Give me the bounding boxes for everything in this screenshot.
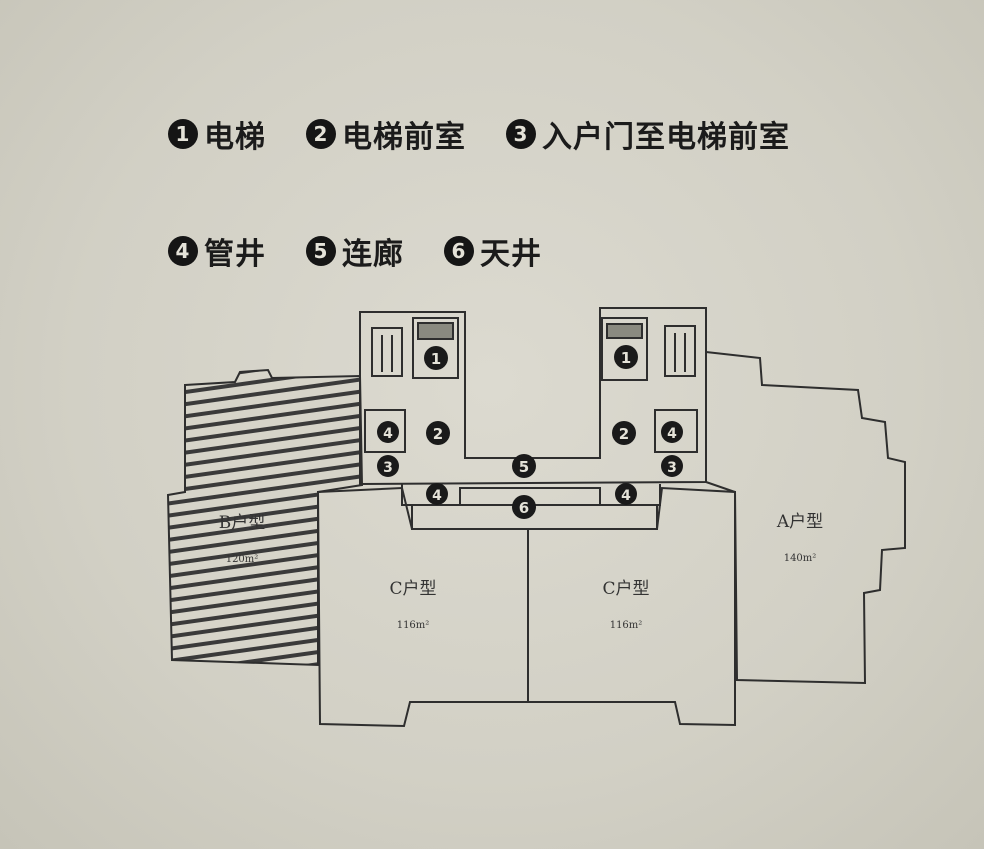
plan-marker-lobby-right: 2 xyxy=(612,421,636,445)
left-shaft-box xyxy=(364,409,406,453)
svg-text:3: 3 xyxy=(383,460,393,476)
svg-text:5: 5 xyxy=(519,458,529,476)
plan-marker-shaft-left-upper: 4 xyxy=(377,421,399,443)
svg-text:2: 2 xyxy=(433,425,443,443)
unit-c-left-outline xyxy=(316,486,529,728)
legend-item-elevator-lobby: 2 电梯前室 xyxy=(306,112,466,156)
plan-marker-elevator-right: 1 xyxy=(614,345,638,369)
legend-number-badge: 5 xyxy=(306,236,336,266)
svg-text:3: 3 xyxy=(667,460,677,476)
right-shaft-box xyxy=(654,409,698,453)
legend-label: 天井 xyxy=(480,237,542,272)
plan-marker-courtyard: 6 xyxy=(512,495,536,519)
unit-c-right-outline xyxy=(527,486,736,727)
unit-b-name: B户型 xyxy=(219,513,266,533)
legend-label: 管井 xyxy=(204,237,266,272)
legend-item-elevator: 1 电梯 xyxy=(168,112,266,156)
legend-number-badge: 3 xyxy=(506,119,536,149)
legend-label: 连廊 xyxy=(342,237,404,272)
right-stair-icon xyxy=(664,325,696,377)
legend-item-courtyard: 6 天井 xyxy=(444,229,542,273)
plan-marker-entry-left: 3 xyxy=(377,455,399,477)
legend-item-shaft: 4 管井 xyxy=(168,229,266,273)
svg-text:6: 6 xyxy=(519,499,529,517)
unit-c-right-name: C户型 xyxy=(602,579,649,599)
unit-a-area: 140m² xyxy=(784,553,817,564)
legend-item-corridor: 5 连廊 xyxy=(306,229,404,273)
svg-text:4: 4 xyxy=(432,488,442,504)
legend-number-badge: 4 xyxy=(168,236,198,266)
left-core-outline xyxy=(359,307,707,486)
plan-marker-lobby-left: 2 xyxy=(426,421,450,445)
legend-item-entry-to-lobby: 3 入户门至电梯前室 xyxy=(506,112,790,156)
plan-marker-elevator-left: 1 xyxy=(424,346,448,370)
left-stair-icon xyxy=(371,327,403,377)
legend-row-1: 1 电梯 2 电梯前室 3 入户门至电梯前室 xyxy=(168,112,830,156)
svg-text:1: 1 xyxy=(431,350,441,368)
legend-label: 入户门至电梯前室 xyxy=(542,120,790,155)
legend-label: 电梯前室 xyxy=(342,120,466,155)
unit-c-left-name: C户型 xyxy=(389,579,436,599)
plan-marker-shaft-right-upper: 4 xyxy=(661,421,683,443)
svg-text:4: 4 xyxy=(621,488,631,504)
left-elevator-box xyxy=(412,317,459,379)
right-elevator-box xyxy=(601,317,648,381)
legend-number-badge: 6 xyxy=(444,236,474,266)
legend-number-badge: 2 xyxy=(306,119,336,149)
legend-row-2: 4 管井 5 连廊 6 天井 xyxy=(168,229,582,273)
plan-marker-entry-right: 3 xyxy=(661,455,683,477)
unit-c-left-area: 116m² xyxy=(397,620,430,631)
unit-c-right-area: 116m² xyxy=(610,620,643,631)
unit-a-outline xyxy=(705,350,906,685)
unit-a-name: A户型 xyxy=(776,512,823,532)
plan-marker-shaft-left-lower: 4 xyxy=(426,483,448,505)
plan-marker-corridor: 5 xyxy=(512,454,536,478)
svg-text:4: 4 xyxy=(383,426,393,442)
plan-marker-shaft-right-lower: 4 xyxy=(615,483,637,505)
unit-b-area: 120m² xyxy=(226,554,259,565)
legend-label: 电梯 xyxy=(204,120,266,155)
svg-text:2: 2 xyxy=(619,425,629,443)
unit-b-outline xyxy=(166,368,364,667)
svg-text:1: 1 xyxy=(621,349,631,367)
legend-number-badge: 1 xyxy=(168,119,198,149)
svg-text:4: 4 xyxy=(667,426,677,442)
